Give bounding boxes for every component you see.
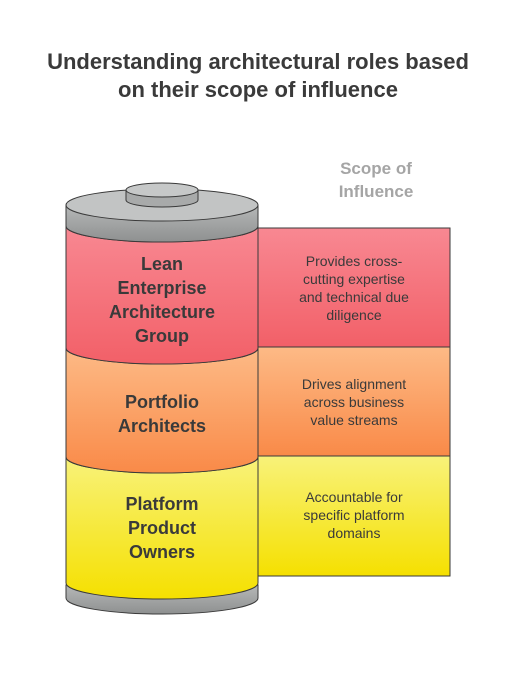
layer-desc-platform: Accountable for specific platform domain… — [262, 488, 446, 542]
title-line-1: Understanding architectural roles based — [47, 49, 469, 74]
layer-label-portfolio: Portfolio Architects — [66, 390, 258, 438]
layer-desc-line: Drives alignment — [301, 376, 407, 392]
layer-desc-lean-enterprise: Provides cross- cutting expertise and te… — [262, 252, 446, 324]
diagram-title: Understanding architectural roles based … — [0, 48, 516, 104]
layer-label-platform: Platform Product Owners — [66, 492, 258, 564]
title-line-2: on their scope of influence — [118, 77, 398, 102]
layer-label-line: Lean — [140, 254, 183, 274]
layer-desc-portfolio: Drives alignment across business value s… — [262, 375, 446, 429]
layer-desc-line: cutting expertise — [303, 271, 405, 287]
desc-panel-platform — [257, 455, 451, 577]
layer-label-line: Architects — [117, 416, 207, 436]
layer-label-line: Group — [135, 326, 189, 346]
layer-desc-line: Accountable for — [305, 489, 403, 505]
layer-desc-line: domains — [327, 525, 381, 541]
layer-label-line: Architecture — [108, 302, 216, 322]
layer-desc-line: specific platform — [303, 507, 405, 523]
layer-label-line: Owners — [128, 542, 196, 562]
scope-of-influence-label: Scope of Influence — [300, 157, 452, 203]
scope-label-line-2: Influence — [338, 182, 414, 201]
layer-desc-line: Provides cross- — [305, 253, 403, 269]
layer-label-line: Portfolio — [125, 392, 199, 412]
layer-desc-line: value streams — [310, 412, 398, 428]
layer-label-lean-enterprise: Lean Enterprise Architecture Group — [66, 252, 258, 348]
layer-label-line: Enterprise — [117, 278, 207, 298]
layer-label-line: Product — [127, 518, 196, 538]
desc-panel-portfolio — [257, 346, 451, 457]
layer-label-line: Platform — [125, 494, 199, 514]
layer-desc-line: and technical due — [299, 289, 409, 305]
layer-desc-line: across business — [303, 394, 405, 410]
cylinder-terminal-knob-top — [125, 182, 199, 198]
scope-label-line-1: Scope of — [340, 159, 412, 178]
layer-desc-line: diligence — [326, 307, 382, 323]
